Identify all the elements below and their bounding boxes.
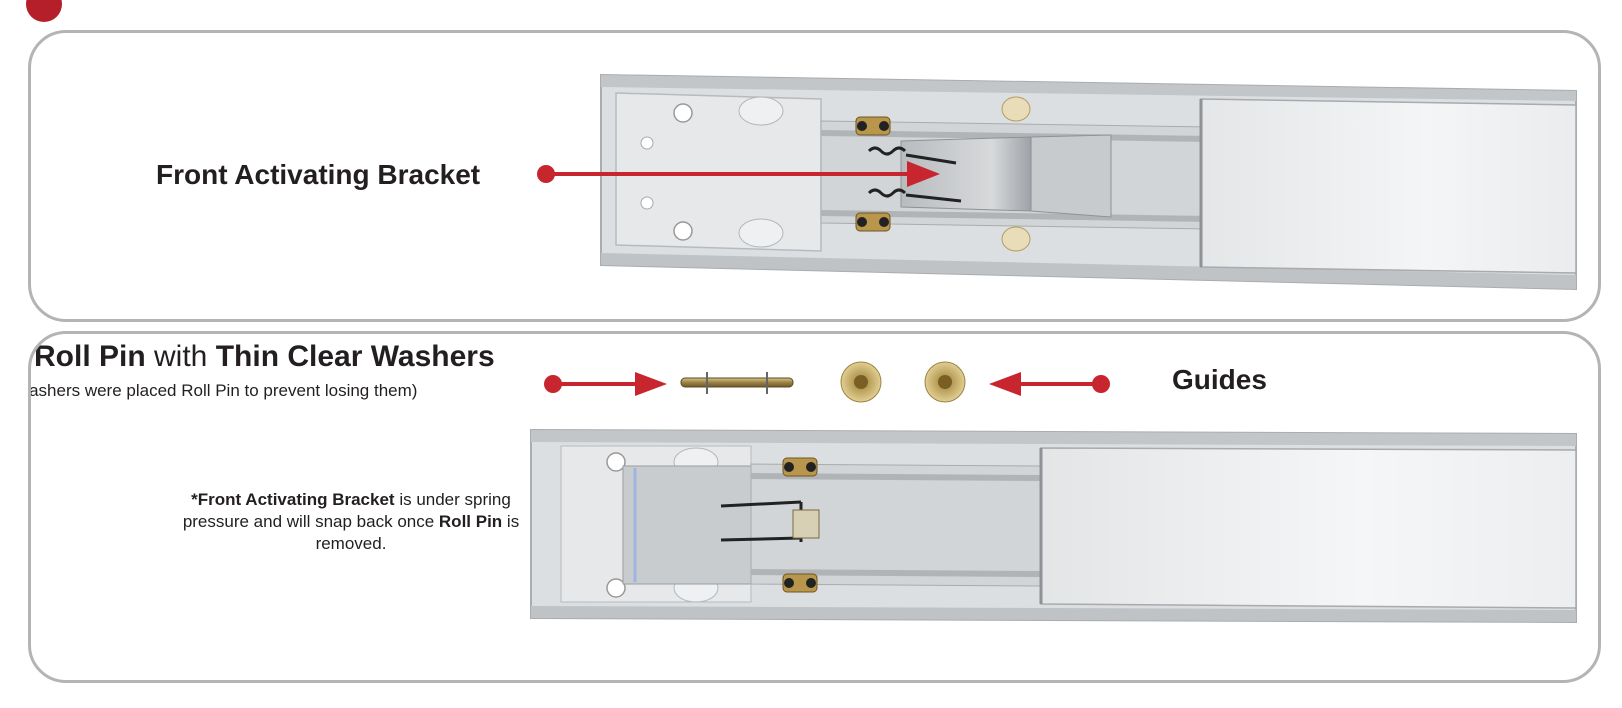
arrow-right-icon <box>544 372 667 396</box>
subtitle-washers-note: (Washers were placed Roll Pin to prevent… <box>28 381 418 400</box>
note-spring-pressure: *Front Activating Bracket is under sprin… <box>171 489 531 555</box>
rail-photo-top <box>537 73 1577 291</box>
note-bracket-name: *Front Activating Bracket <box>191 490 395 509</box>
note-text: is under spring pressure and will snap b… <box>182 490 511 531</box>
panel-front-bracket: Front Activating Bracket <box>28 30 1601 322</box>
note-roll-pin: Roll Pin <box>438 512 503 531</box>
title-thin-clear-washers: Thin Clear Washers <box>215 340 495 373</box>
panel-roll-pin: Roll Pin with Thin Clear Washers (Washer… <box>28 331 1601 683</box>
note-text-end: is removed. <box>315 512 520 553</box>
title-roll-pin-washers: Roll Pin with Thin Clear Washers <box>34 340 495 374</box>
label-guides: Guides <box>1172 364 1267 395</box>
title-with: with <box>145 340 216 373</box>
title-roll-pin: Roll Pin <box>34 340 146 373</box>
step-badge <box>26 0 62 22</box>
arrow-right-icon <box>537 161 940 187</box>
rail-photo-bottom <box>530 361 1577 624</box>
label-front-activating-bracket: Front Activating Bracket <box>156 159 481 190</box>
roll-pin-icon <box>680 372 794 394</box>
arrow-left-icon <box>989 372 1110 396</box>
guide-washer-icon <box>840 361 966 403</box>
